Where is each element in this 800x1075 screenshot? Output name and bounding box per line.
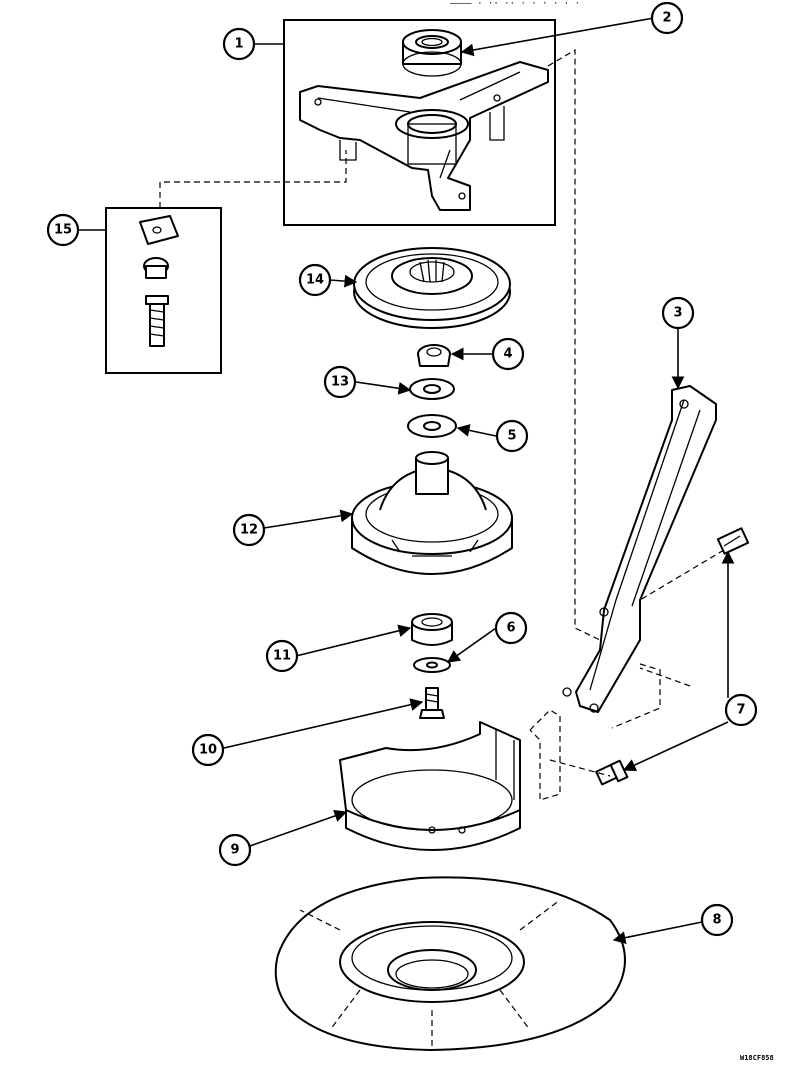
part-bracket	[562, 385, 717, 713]
callout-11: 11	[265, 639, 299, 673]
svg-text:2: 2	[662, 11, 671, 26]
callout-7: 7	[724, 693, 758, 727]
svg-text:11: 11	[273, 649, 291, 664]
hardware-frame	[105, 207, 222, 374]
header-fragment: ———— · ·· ·· · · · · · ·	[450, 0, 580, 9]
callout-8: 8	[700, 903, 734, 937]
svg-text:14: 14	[306, 273, 324, 288]
svg-text:12: 12	[240, 523, 258, 538]
svg-text:6: 6	[506, 621, 515, 636]
part-tripod	[299, 61, 549, 211]
part-screw-upper	[716, 527, 750, 555]
part-washer-6	[413, 657, 451, 673]
leader-lines	[78, 17, 735, 944]
part-hardware-kit	[139, 215, 179, 347]
part-bushing	[411, 613, 453, 646]
callout-9: 9	[218, 833, 252, 867]
callout-4: 4	[491, 337, 525, 371]
tripod-frame	[283, 19, 556, 226]
callout-3: 3	[661, 296, 695, 330]
svg-text:4: 4	[503, 347, 512, 362]
svg-text:9: 9	[230, 843, 239, 858]
part-bolt	[419, 687, 445, 719]
part-screw-lower	[595, 759, 629, 786]
svg-text:15: 15	[54, 223, 72, 238]
callout-13: 13	[323, 365, 357, 399]
svg-text:1: 1	[234, 37, 243, 52]
svg-text:7: 7	[736, 703, 745, 718]
svg-text:8: 8	[712, 913, 721, 928]
callout-14: 14	[298, 263, 332, 297]
svg-text:10: 10	[199, 743, 217, 758]
svg-text:3: 3	[673, 306, 682, 321]
dashed-connectors	[159, 48, 725, 801]
part-tub-base	[274, 876, 626, 1051]
part-washer-13	[409, 378, 455, 400]
callout-2: 2	[650, 1, 684, 35]
part-washer-5	[407, 414, 457, 438]
drawing-code: W18CF858	[740, 1054, 774, 1062]
svg-text:5: 5	[507, 429, 516, 444]
callout-15: 15	[46, 213, 80, 247]
callout-12: 12	[232, 513, 266, 547]
callout-5: 5	[495, 419, 529, 453]
callout-1: 1	[222, 27, 256, 61]
callout-10: 10	[191, 733, 225, 767]
part-nut	[417, 344, 451, 367]
svg-text:13: 13	[331, 375, 349, 390]
part-pulley	[353, 247, 511, 329]
callout-6: 6	[494, 611, 528, 645]
part-shield	[339, 721, 521, 851]
part-housing	[351, 451, 513, 575]
part-bearing	[402, 29, 462, 77]
